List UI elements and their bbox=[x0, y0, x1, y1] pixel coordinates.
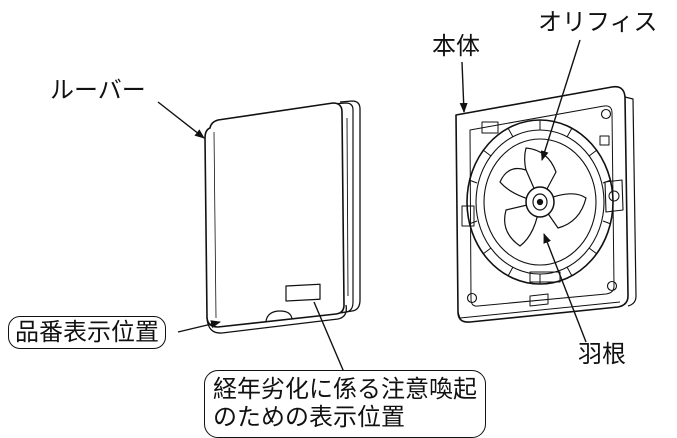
body-label: 本体 bbox=[432, 32, 480, 60]
louver-leader bbox=[157, 101, 205, 139]
body-leader bbox=[459, 61, 468, 113]
louver-label: ルーバー bbox=[50, 76, 146, 104]
body-illustration bbox=[455, 85, 637, 323]
aging-notice-leader bbox=[313, 301, 347, 378]
aging-notice-line1: 経年劣化に係る注意喚起 bbox=[213, 375, 477, 403]
product-number-leader bbox=[177, 320, 221, 333]
fan-blade-label: 羽根 bbox=[578, 340, 626, 368]
louver-illustration bbox=[204, 100, 361, 334]
orifice-label: オリフィス bbox=[538, 8, 658, 36]
fan-blade-leader bbox=[543, 233, 587, 343]
product-number-position-label: 品番表示位置 bbox=[8, 316, 166, 349]
aging-notice-line2: のための表示位置 bbox=[213, 403, 405, 432]
aging-notice-position-label: 経年劣化に係る注意喚起 のための表示位置 bbox=[204, 370, 486, 438]
orifice-leader bbox=[540, 39, 581, 161]
leader-lines bbox=[157, 39, 587, 378]
